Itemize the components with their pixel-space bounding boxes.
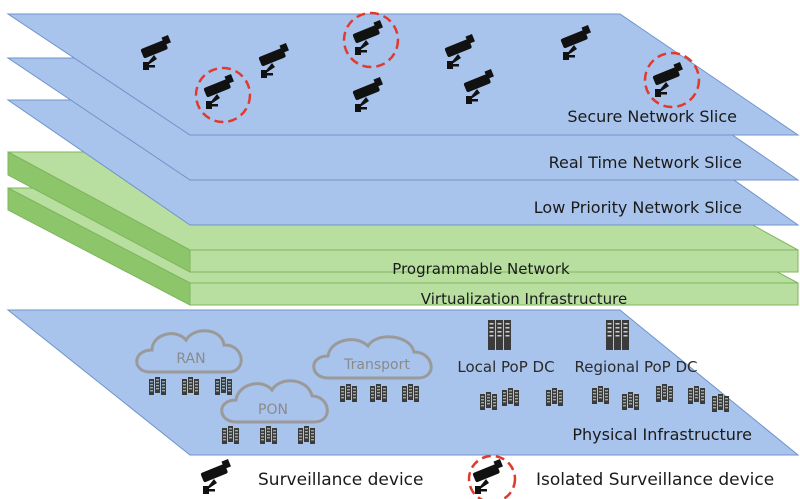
physical-contents: RAN Transport PON Local PoP DC bbox=[135, 320, 752, 444]
server-rack-icon bbox=[222, 426, 315, 444]
pon-cloud: PON bbox=[220, 379, 329, 444]
virtualization-label: Virtualization Infrastructure bbox=[421, 290, 627, 308]
regional-pop-dc-label: Regional PoP DC bbox=[574, 358, 697, 376]
secure-slice: Secure Network Slice bbox=[6, 13, 800, 136]
programmable-network-label: Programmable Network bbox=[392, 260, 570, 278]
local-pop-dc: Local PoP DC bbox=[457, 320, 555, 410]
pon-label: PON bbox=[258, 402, 288, 418]
surveillance-camera-icon bbox=[472, 458, 503, 494]
transport-cloud: Transport bbox=[312, 335, 433, 402]
transport-label: Transport bbox=[343, 357, 410, 373]
server-rack-icon bbox=[606, 320, 629, 350]
surveillance-camera-icon bbox=[200, 458, 231, 494]
ran-cloud: RAN bbox=[135, 329, 243, 395]
isolation-ring-icon bbox=[467, 454, 517, 499]
physical-infrastructure-label: Physical Infrastructure bbox=[572, 425, 752, 444]
cloud-icon bbox=[220, 379, 329, 424]
server-rack-icon bbox=[488, 320, 511, 350]
secure-slice-label: Secure Network Slice bbox=[567, 107, 737, 126]
real-time-slice-label: Real Time Network Slice bbox=[549, 153, 742, 172]
cloud-icon bbox=[135, 329, 243, 374]
legend-isolated-label: Isolated Surveillance device bbox=[536, 470, 774, 490]
legend: Surveillance device Isolated Surveillanc… bbox=[200, 454, 774, 499]
regional-pop-dc: Regional PoP DC bbox=[546, 320, 729, 412]
ran-label: RAN bbox=[176, 351, 205, 367]
local-pop-dc-label: Local PoP DC bbox=[457, 358, 554, 376]
low-priority-slice-label: Low Priority Network Slice bbox=[534, 198, 742, 217]
cloud-icon bbox=[312, 335, 433, 380]
isolation-ring-icon bbox=[342, 11, 400, 69]
isolation-rings bbox=[194, 11, 701, 124]
isolation-ring-icon bbox=[643, 51, 701, 109]
isolation-ring-icon bbox=[194, 66, 252, 124]
server-rack-icon bbox=[149, 377, 232, 395]
legend-device-label: Surveillance device bbox=[258, 470, 423, 490]
